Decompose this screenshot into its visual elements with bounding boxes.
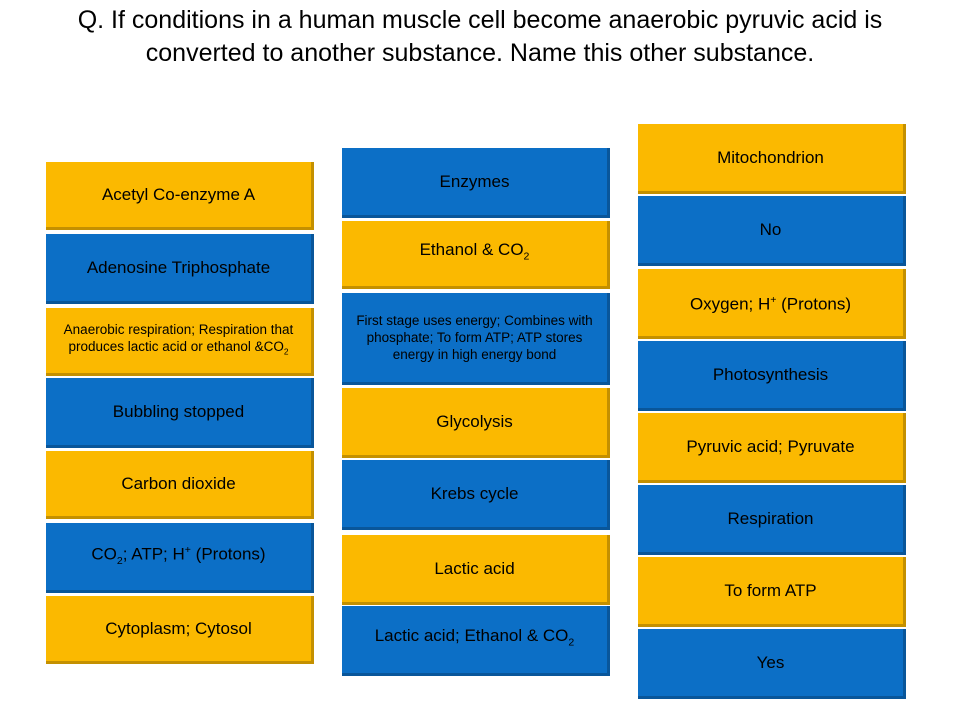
answer-label: Yes	[756, 653, 785, 672]
answer-tile-column3-2[interactable]: No	[638, 196, 906, 266]
answer-tile-column2-2[interactable]: Ethanol & CO2	[342, 221, 610, 289]
answer-label: Pyruvic acid; Pyruvate	[686, 437, 855, 456]
answer-tile-column1-7[interactable]: Cytoplasm; Cytosol	[46, 596, 314, 664]
answer-label: Photosynthesis	[712, 365, 829, 384]
answer-label: Ethanol & CO2	[419, 240, 530, 263]
answer-tile-column1-2[interactable]: Adenosine Triphosphate	[46, 234, 314, 304]
answer-label: Mitochondrion	[717, 148, 824, 167]
answer-label: Carbon dioxide	[121, 474, 236, 493]
answer-label: Lactic acid; Ethanol & CO2	[374, 626, 575, 649]
question-title: Q. If conditions in a human muscle cell …	[77, 6, 883, 67]
answer-label: No	[759, 220, 782, 239]
answer-tile-column2-7[interactable]: Lactic acid; Ethanol & CO2	[342, 606, 610, 676]
answer-tile-column3-8[interactable]: Yes	[638, 629, 906, 699]
answer-label: CO2; ATP; H+ (Protons)	[91, 544, 266, 568]
answer-label: Lactic acid	[434, 559, 515, 578]
answer-label: Krebs cycle	[430, 484, 519, 503]
answer-tile-column3-4[interactable]: Photosynthesis	[638, 341, 906, 411]
answer-label: Adenosine Triphosphate	[86, 258, 271, 277]
answer-label: Oxygen; H+ (Protons)	[689, 294, 852, 314]
answer-tile-column1-3[interactable]: Anaerobic respiration; Respiration that …	[46, 308, 314, 376]
answer-tile-column2-3[interactable]: First stage uses energy; Combines with p…	[342, 293, 610, 385]
answer-label: Respiration	[727, 509, 814, 528]
answer-tile-column2-6[interactable]: Lactic acid	[342, 535, 610, 605]
answer-label: Anaerobic respiration; Respiration that …	[63, 321, 294, 357]
answer-tile-column3-6[interactable]: Respiration	[638, 485, 906, 555]
answer-label: To form ATP	[724, 581, 817, 600]
answer-label: Bubbling stopped	[112, 402, 245, 421]
answer-tile-column1-6[interactable]: CO2; ATP; H+ (Protons)	[46, 523, 314, 593]
answer-tile-column1-1[interactable]: Acetyl Co-enzyme A	[46, 162, 314, 230]
answer-tile-column1-4[interactable]: Bubbling stopped	[46, 378, 314, 448]
answer-tile-column3-5[interactable]: Pyruvic acid; Pyruvate	[638, 413, 906, 483]
answer-tile-column1-5[interactable]: Carbon dioxide	[46, 451, 314, 519]
answer-label: Cytoplasm; Cytosol	[105, 619, 252, 638]
answer-tile-column2-1[interactable]: Enzymes	[342, 148, 610, 218]
answer-label: Glycolysis	[436, 412, 513, 431]
answer-tile-column3-1[interactable]: Mitochondrion	[638, 124, 906, 194]
answer-label: Acetyl Co-enzyme A	[101, 185, 256, 204]
answer-tile-column2-5[interactable]: Krebs cycle	[342, 460, 610, 530]
answer-label: First stage uses energy; Combines with p…	[356, 313, 593, 362]
answer-label: Enzymes	[439, 172, 510, 191]
answer-tile-column3-3[interactable]: Oxygen; H+ (Protons)	[638, 269, 906, 339]
answer-tile-column3-7[interactable]: To form ATP	[638, 557, 906, 627]
answer-tile-column2-4[interactable]: Glycolysis	[342, 388, 610, 458]
